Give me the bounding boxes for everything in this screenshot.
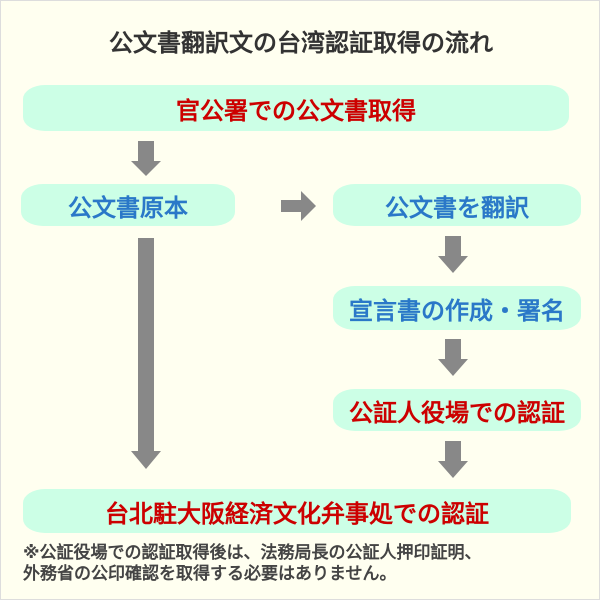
step-taipei: 台北駐大阪経済文化弁事処での認証 bbox=[23, 489, 571, 533]
arrow-down-4 bbox=[438, 441, 468, 478]
arrow-down-2 bbox=[438, 236, 468, 273]
arrow-down-long bbox=[131, 238, 161, 469]
diagram-title: 公文書翻訳文の台湾認証取得の流れ bbox=[109, 29, 493, 57]
step-original: 公文書原本 bbox=[21, 184, 235, 226]
arrow-right bbox=[281, 191, 316, 221]
step-translate: 公文書を翻訳 bbox=[333, 184, 581, 226]
step-declaration: 宣言書の作成・署名 bbox=[333, 286, 581, 330]
note-line-1: ※公証役場での認証取得後は、法務局長の公証人押印証明、 bbox=[23, 543, 482, 563]
note-line-2: 外務省の公印確認を取得する必要はありません。 bbox=[23, 564, 397, 584]
step-obtain: 官公署での公文書取得 bbox=[23, 85, 569, 131]
arrow-down-3 bbox=[438, 339, 468, 376]
note: ※公証役場での認証取得後は、法務局長の公証人押印証明、 外務省の公印確認を取得す… bbox=[23, 543, 482, 585]
arrow-down-1 bbox=[131, 141, 161, 176]
step-notary: 公証人役場での認証 bbox=[333, 389, 581, 431]
